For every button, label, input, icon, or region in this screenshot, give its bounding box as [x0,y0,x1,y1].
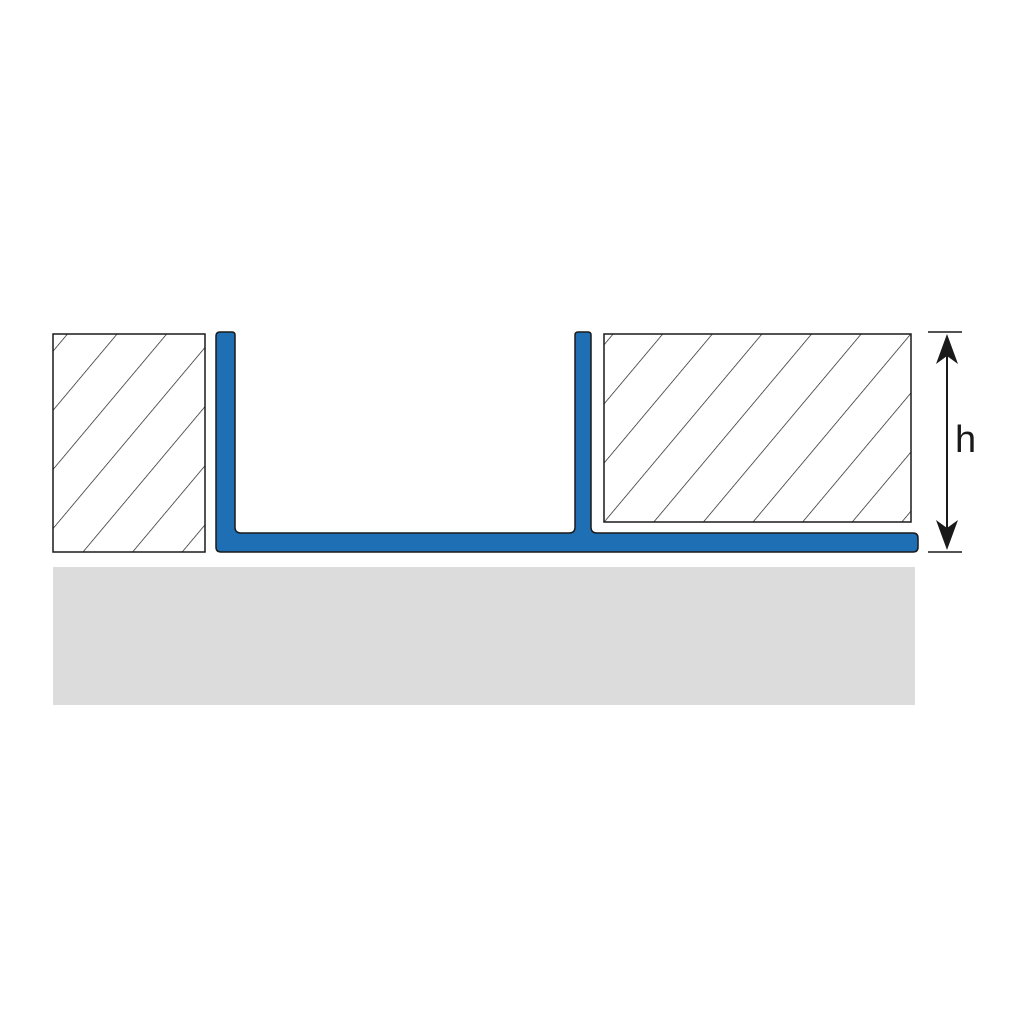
double-headed-arrow-icon [936,334,958,550]
right-tile [603,333,912,523]
dimension-label-h: h [955,419,976,461]
substrate-base [53,567,915,705]
blue-profile [215,331,919,553]
left-tile [52,333,206,553]
